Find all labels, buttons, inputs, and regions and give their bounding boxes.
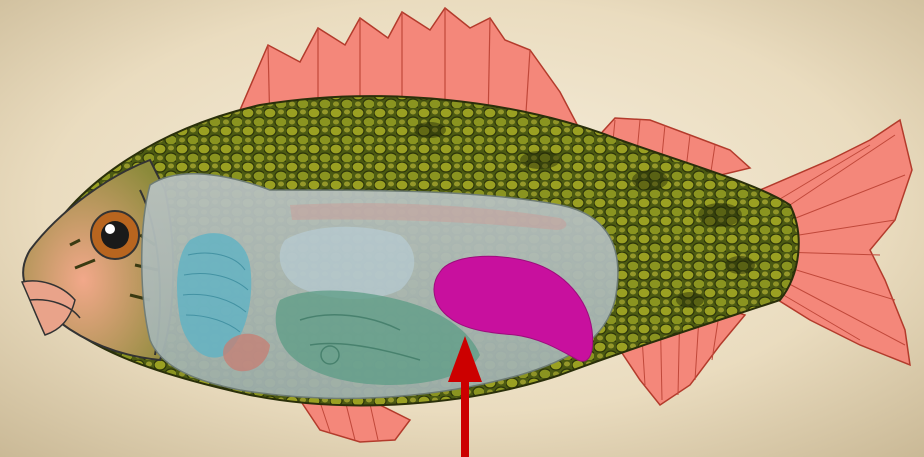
eye-icon (91, 211, 139, 259)
